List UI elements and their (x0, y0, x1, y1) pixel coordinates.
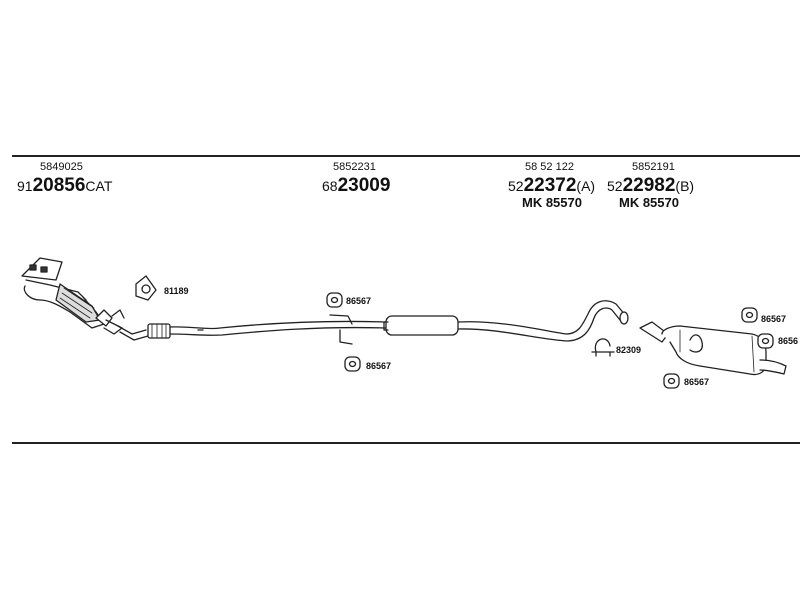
part-bold: 23009 (337, 175, 391, 196)
flex-pipe (117, 323, 171, 341)
part-label-hanger: 86567 (346, 296, 372, 306)
part-label-hanger: 86567 (366, 361, 392, 371)
oe-number-middle-silencer: 58 52 122 (525, 161, 574, 173)
oe-number-rear-silencer: 5852191 (632, 161, 675, 173)
part-number-front-pipe: 6823009 (322, 176, 390, 195)
part-number-middle-silencer: 5222372(A) (508, 176, 595, 195)
hanger-icons (326, 292, 774, 389)
mounting-kit-middle: MK 85570 (522, 195, 582, 210)
part-prefix: 52 (607, 178, 623, 194)
part-suffix: (A) (576, 178, 596, 194)
sealing-ring-icon (135, 275, 157, 301)
part-number-catalyst: 9120856CAT (17, 176, 112, 195)
part-prefix: 68 (322, 178, 338, 194)
oe-number-front-pipe: 5852231 (333, 161, 376, 173)
rear-silencer (639, 321, 787, 376)
intermediate-pipe (457, 300, 629, 342)
front-pipe (169, 314, 387, 345)
oe-number-catalyst: 5849025 (40, 161, 83, 173)
catalytic-converter (21, 257, 125, 335)
part-bold: 22372 (523, 175, 577, 196)
part-prefix: 91 (17, 178, 33, 194)
mounting-kit-rear: MK 85570 (619, 195, 679, 210)
part-label-hanger: 86567 (761, 314, 787, 324)
top-divider (12, 155, 800, 157)
part-suffix: CAT (85, 178, 113, 194)
bottom-divider (12, 442, 800, 444)
part-label-ring: 81189 (164, 286, 189, 296)
part-bold: 20856 (32, 175, 86, 196)
part-label-clamp: 82309 (616, 345, 642, 355)
part-number-rear-silencer: 5222982(B) (607, 176, 694, 195)
part-prefix: 52 (508, 178, 524, 194)
part-bold: 22982 (622, 175, 676, 196)
middle-silencer (383, 315, 459, 336)
part-label-hanger: 86567 (684, 377, 710, 387)
clamp-icon (591, 338, 615, 357)
part-label-hanger: 8656 (778, 336, 799, 346)
part-suffix: (B) (675, 178, 695, 194)
